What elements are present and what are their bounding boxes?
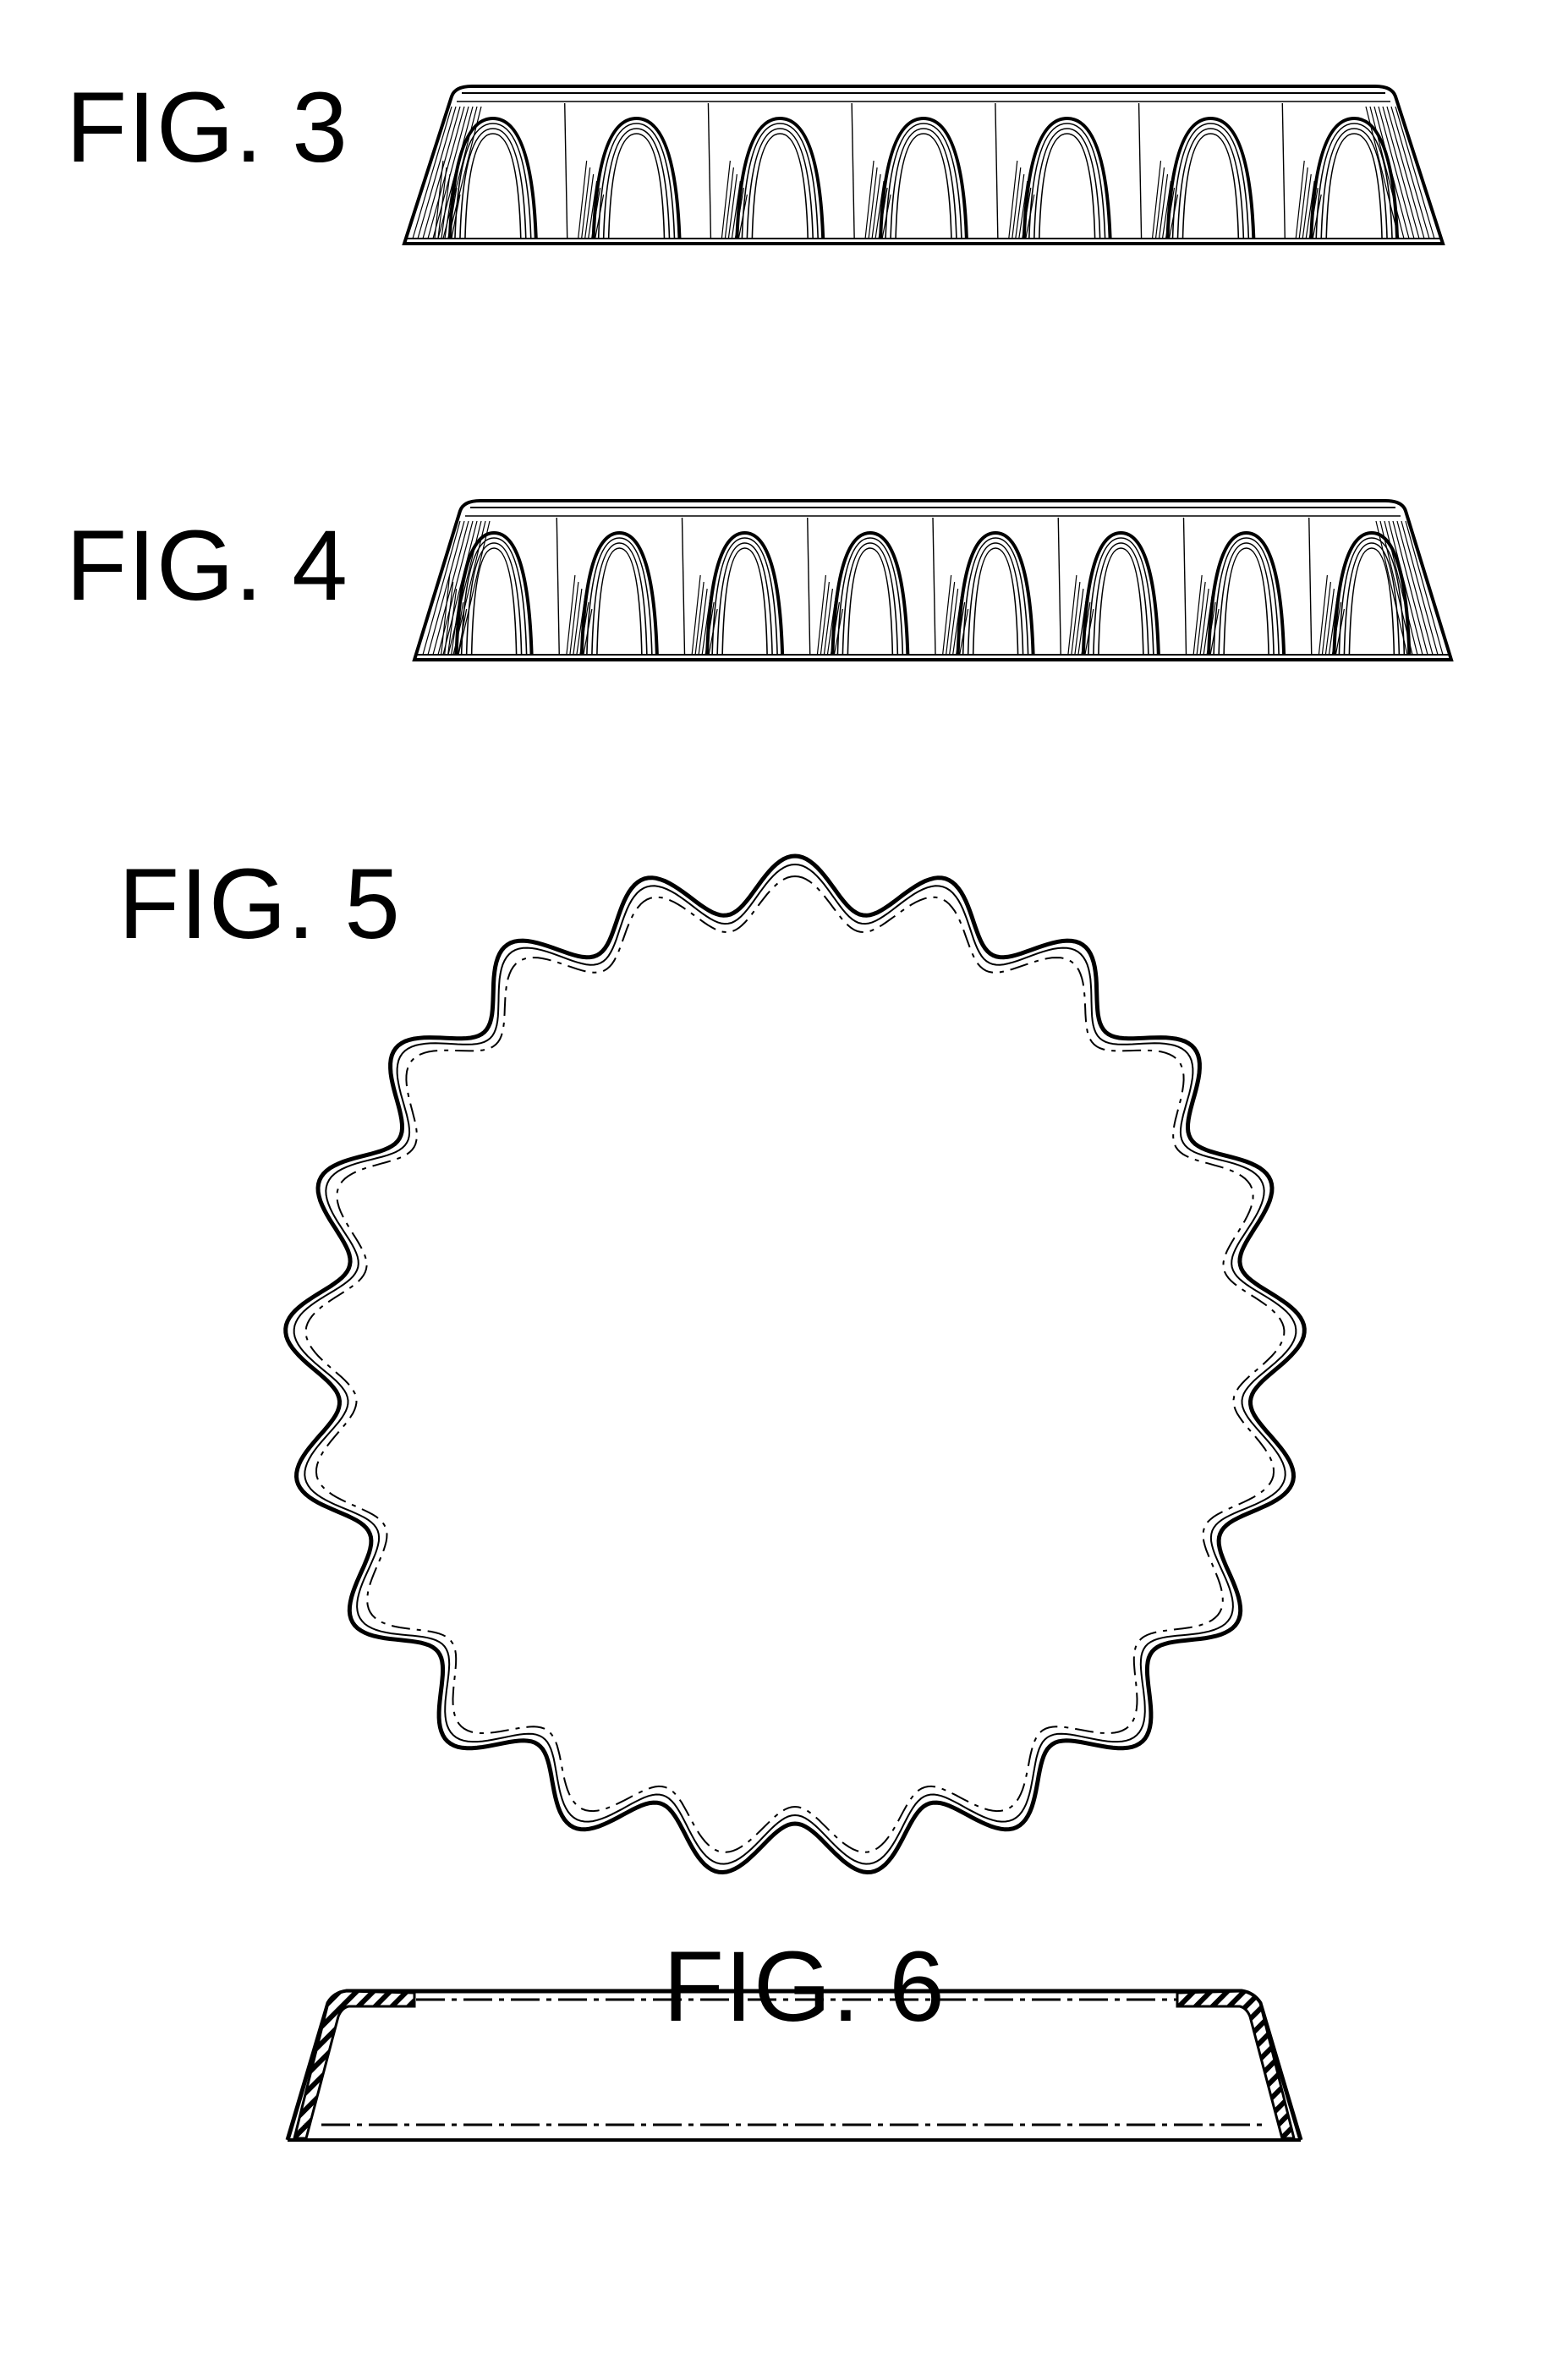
fig-4-flute-arc	[597, 548, 642, 655]
fig-4-edge-shade-right	[1406, 521, 1443, 655]
fig-3-flute-shade	[578, 161, 587, 239]
fig-4-flute	[567, 533, 657, 655]
fig-3-flute	[721, 118, 823, 239]
fig-4-seam	[556, 518, 559, 655]
fig-3-flute-arc	[737, 118, 823, 239]
fig-4-flute-shade	[570, 582, 578, 655]
fig-4-flute-shade	[1197, 582, 1205, 655]
fig-6-drawing	[288, 1991, 1301, 2140]
fig-3-flute-arc	[1321, 129, 1387, 239]
fig-6-outer-wall	[288, 1991, 1301, 2140]
fig-6-left-wall-section	[294, 1991, 414, 2138]
fig-3-flute-shade	[869, 167, 877, 239]
fig-4-flute-shade	[817, 575, 825, 655]
fig-3-flute-shade	[582, 167, 590, 239]
fig-3-flute-arc	[594, 118, 680, 239]
fig-3-seam	[708, 103, 710, 239]
fig-5-drawing	[286, 856, 1305, 1873]
fig-3-edge-shade-left	[448, 107, 481, 239]
fig-4-seam	[808, 518, 810, 655]
fig-4-flute-shade	[692, 575, 700, 655]
fig-5-inner-outline	[294, 864, 1297, 1864]
fig-4-seam	[933, 518, 935, 655]
fig-3-flute-arc	[604, 129, 670, 239]
fig-6-right-wall-section	[1177, 1991, 1294, 2138]
fig-3-seam	[1282, 103, 1285, 239]
fig-3-seam	[1139, 103, 1142, 239]
fig-4-flute-shade	[1072, 582, 1080, 655]
fig-3-flute-arc	[880, 118, 967, 239]
fig-4-flute	[1319, 533, 1409, 655]
fig-3-flute	[1009, 118, 1110, 239]
fig-4-flute-arc	[722, 548, 767, 655]
fig-3-flute-shade	[1009, 161, 1017, 239]
fig-3-flute-arc	[609, 134, 665, 239]
fig-3-flute-shade	[1156, 167, 1165, 239]
fig-3-flute-arc	[752, 134, 808, 239]
fig-4-drawing	[414, 501, 1451, 660]
fig-3-flute-shade	[1299, 167, 1308, 239]
fig-3-flute	[865, 118, 967, 239]
fig-3-flute-arc	[465, 134, 521, 239]
fig-4-flute-shade	[567, 575, 575, 655]
fig-4-flute-shade	[1068, 575, 1077, 655]
fig-4-flute-shade	[695, 582, 704, 655]
fig-3-flute-arc	[1326, 134, 1382, 239]
fig-3-flute-arc	[1178, 129, 1244, 239]
fig-3-flute-arc	[1168, 118, 1254, 239]
fig-3-flute-arc	[1183, 134, 1239, 239]
fig-3-flute-shade	[721, 161, 730, 239]
fig-4-flute	[1193, 533, 1284, 655]
fig-3-flute-arc	[1039, 134, 1095, 239]
fig-4-flute-arc	[1349, 548, 1394, 655]
fig-4-edge-shade-left	[453, 521, 485, 655]
fig-4-seam	[1309, 518, 1312, 655]
fig-3-flute-shade	[1012, 167, 1021, 239]
fig-4-flute	[692, 533, 782, 655]
fig-4-flute	[441, 533, 532, 655]
fig-3-flute	[578, 118, 680, 239]
fig-3-edge-shade-right	[1370, 107, 1404, 239]
fig-3-flute	[1153, 118, 1254, 239]
fig-4-flute-shade	[946, 582, 955, 655]
fig-4-flute-arc	[847, 548, 892, 655]
fig-3-flute-shade	[725, 167, 733, 239]
fig-4-flute-shade	[820, 582, 829, 655]
fig-3-edge-shade-left	[443, 107, 477, 239]
fig-5-dashed-line	[306, 876, 1285, 1852]
fig-4-flute-shade	[943, 575, 951, 655]
fig-3-flute-shade	[865, 161, 874, 239]
fig-4-flute-arc	[973, 548, 1018, 655]
fig-3-edge-shade-right	[1366, 107, 1399, 239]
fig-3-flute	[435, 118, 536, 239]
fig-3-flute-shade	[1296, 161, 1304, 239]
fig-4-seam	[683, 518, 685, 655]
fig-5-outer-outline	[286, 856, 1305, 1873]
fig-3-flute-arc	[1024, 118, 1110, 239]
fig-3-seam	[995, 103, 998, 239]
fig-4-flute	[817, 533, 907, 655]
fig-4-flute	[1068, 533, 1159, 655]
fig-3-flute-arc	[1034, 129, 1100, 239]
fig-3-drawing	[404, 86, 1443, 244]
fig-3-flute-arc	[460, 129, 526, 239]
fig-3-flute-shade	[1153, 161, 1161, 239]
fig-4-flute-shade	[1193, 575, 1202, 655]
fig-4-seam	[1184, 518, 1187, 655]
fig-4-flute-shade	[1319, 575, 1327, 655]
fig-3-outline	[404, 86, 1443, 244]
fig-4-flute	[943, 533, 1033, 655]
fig-4-flute-arc	[472, 548, 517, 655]
fig-4-seam	[1058, 518, 1061, 655]
fig-3-seam	[565, 103, 567, 239]
fig-4-flute-arc	[1099, 548, 1143, 655]
fig-4-edge-shade-right	[1380, 521, 1412, 655]
fig-3-flute-arc	[747, 129, 813, 239]
fig-4-flute-arc	[1224, 548, 1269, 655]
fig-3-flute-arc	[891, 129, 957, 239]
fig-4-flute-shade	[1322, 582, 1330, 655]
fig-3-flute-arc	[896, 134, 951, 239]
fig-3-seam	[852, 103, 854, 239]
